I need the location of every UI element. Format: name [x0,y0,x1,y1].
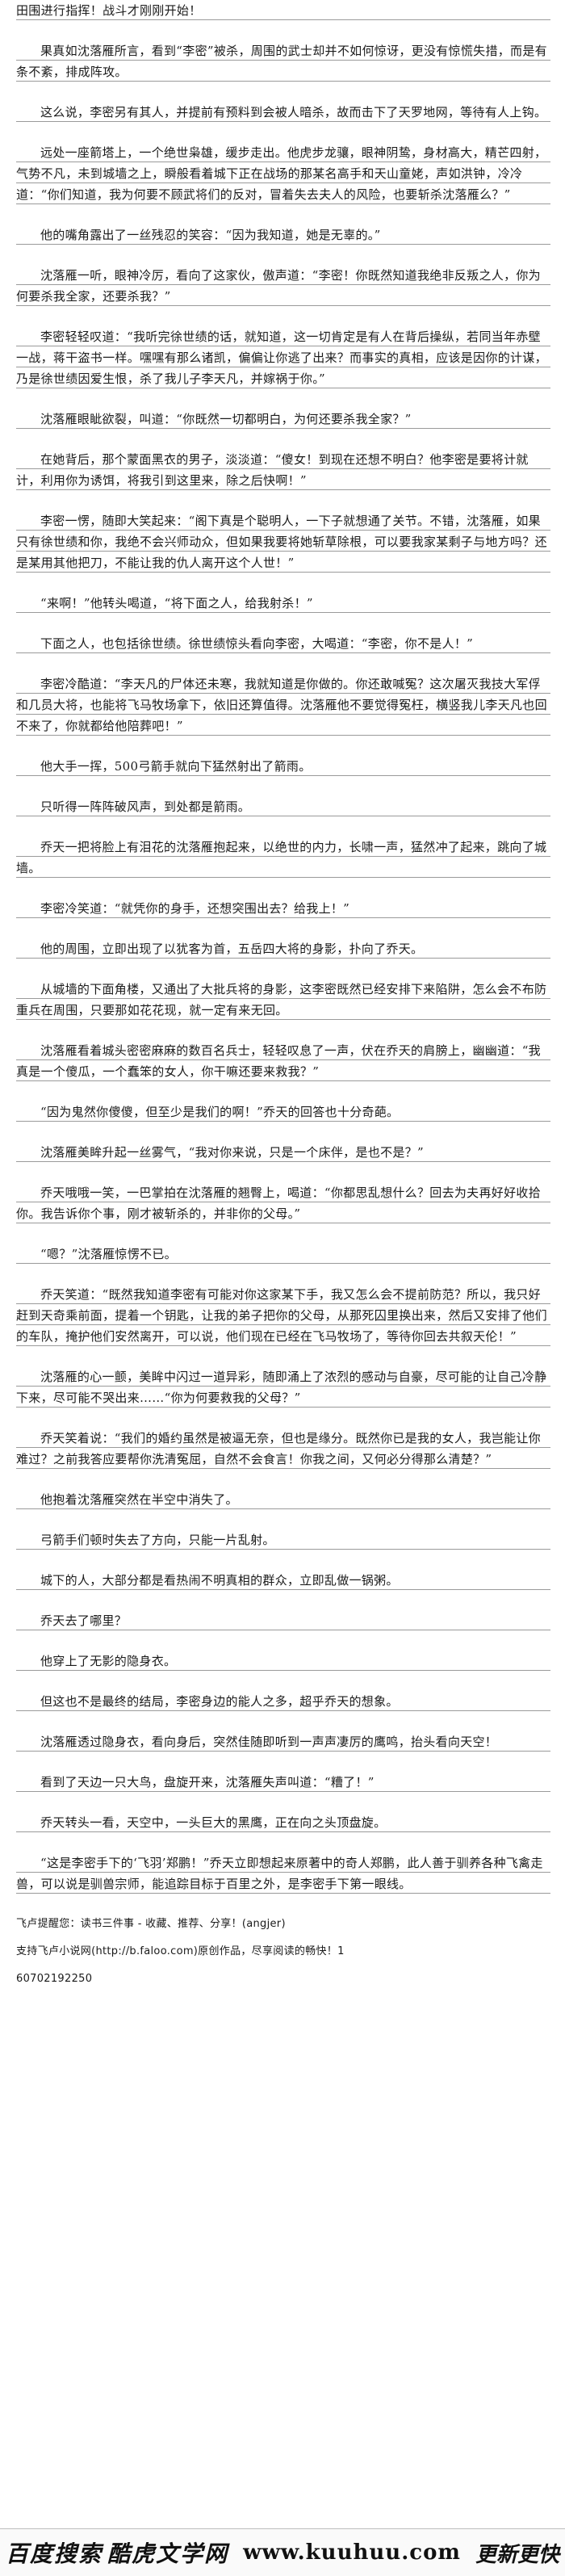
story-paragraph: “这是李密手下的‘飞羽’郑鹏！”乔天立即想起来原著中的奇人郑鹏，此人善于驯养各种… [16,1852,550,1894]
story-paragraph: 乔天笑着说：“我们的婚约虽然是被逼无奈，但也是缘分。既然你已是我的女人，我岂能让… [16,1428,550,1470]
footer-note: 飞卢提醒您：读书三件事 - 收藏、推荐、分享！(angjer) [16,1918,286,1930]
story-paragraph: 田围进行指挥！战斗才刚刚开始！ [16,0,550,21]
story-paragraph: 下面之人，也包括徐世绩。徐世绩惊头看向李密，大喝道：“李密，你不是人！” [16,633,550,654]
site-url: www.kuuhuu.com [243,2540,461,2565]
site-name: 酷虎文学网 [107,2540,229,2567]
story-paragraph: 沈落雁看着城头密密麻麻的数百名兵士，轻轻叹息了一声，伏在乔天的肩膀上，幽幽道：“… [16,1040,550,1082]
story-paragraph: “因为鬼然你傻傻，但至少是我们的啊！”乔天的回答也十分奇葩。 [16,1101,550,1122]
story-paragraph: 他穿上了无影的隐身衣。 [16,1651,550,1672]
story-paragraph: 他的嘴角露出了一丝残忍的笑容：“因为我知道，她是无辜的。” [16,224,550,245]
story-paragraph: 在她背后，那个蒙面黑衣的男子，淡淡道：“傻女！到现在还想不明白？他李密是要将计就… [16,449,550,491]
story-paragraph: 沈落雁眼眦欲裂，叫道：“你既然一切都明白，为何还要杀我全家？” [16,409,550,430]
story-paragraph: “嗯？”沈落雁惊愣不已。 [16,1244,550,1265]
site-watermark-banner: 百度搜索 酷虎文学网 www.kuuhuu.com 更新更快 [0,2528,565,2576]
story-paragraph: 但这也不是最终的结局，李密身边的能人之多，超乎乔天的想象。 [16,1691,550,1712]
story-paragraph: 乔天一把将脸上有泪花的沈落雁抱起来，以绝世的内力，长啸一声，猛然冲了起来，跳向了… [16,837,550,879]
story-paragraph: 沈落雁的心一颤，美眸中闪过一道异彩，随即涌上了浓烈的感动与自豪，尽可能的让自己冷… [16,1366,550,1408]
story-paragraph: 弓箭手们顿时失去了方向，只能一片乱射。 [16,1529,550,1550]
story-paragraph: 果真如沈落雁所言，看到“李密”被杀，周围的武士却并不如何惊讶，更没有惊慌失措，而… [16,40,550,82]
baidu-search-logo-text: 百度搜索 [6,2540,103,2567]
story-paragraph: 城下的人，大部分都是看热闹不明真相的群众，立即乱做一锅粥。 [16,1570,550,1591]
story-paragraph: 乔天去了哪里？ [16,1610,550,1631]
story-paragraph: 只听得一阵阵破风声，到处都是箭雨。 [16,796,550,817]
story-paragraph: “来啊！”他转头喝道，“将下面之人，给我射杀！” [16,593,550,614]
story-paragraph: 他的周围，立即出现了以犹客为首，五岳四大将的身影，扑向了乔天。 [16,938,550,959]
article-body: 田围进行指挥！战斗才刚刚开始！ 果真如沈落雁所言，看到“李密”被杀，周围的武士却并… [16,0,550,1985]
story-paragraph: 远处一座箭塔上，一个绝世枭雄，缓步走出。他虎步龙骧，眼神阴鸷，身材高大，精芒四射… [16,142,550,205]
story-paragraph: 沈落雁透过隐身衣，看向身后，突然佳随即听到一声声凄厉的鹰鸣，抬头看向天空！ [16,1731,550,1752]
story-paragraph: 沈落雁美眸升起一丝雾气，“我对你来说，只是一个床伴，是也不是？” [16,1142,550,1163]
story-paragraph: 乔天转头一看，天空中，一头巨大的黑鹰，正在向之头顶盘旋。 [16,1812,550,1833]
update-slogan: 更新更快 [475,2542,559,2567]
story-paragraph: 这么说，李密另有其人，并提前有预料到会被人暗杀，故而击下了天罗地网，等待有人上钩… [16,102,550,123]
story-paragraph: 沈落雁一听，眼神冷厉，看向了这家伙，傲声道：“李密！你既然知道我绝非反叛之人，你… [16,265,550,307]
footer-note: 支持飞卢小说网(http://b.faloo.com)原创作品，尽享阅读的畅快！… [16,1945,345,1957]
story-paragraph: 乔天哦哦一笑，一巴掌拍在沈落雁的翘臀上，喝道：“你都思乱想什么？回去为夫再好好收… [16,1182,550,1224]
story-paragraph: 他抱着沈落雁突然在半空中消失了。 [16,1489,550,1510]
story-paragraph: 李密冷酷道：“李天凡的尸体还未寒，我就知道是你做的。你还敢喊冤？这次屠灭我技大军… [16,673,550,736]
footer-note: 60702192250 [16,1973,93,1985]
story-paragraph: 李密一愣，随即大笑起来：“阁下真是个聪明人，一下子就想通了关节。不错，沈落雁，如… [16,510,550,573]
story-paragraph: 乔天笑道：“既然我知道李密有可能对你这家某下手，我又怎么会不提前防范？所以，我只… [16,1284,550,1347]
story-paragraph: 看到了天边一只大鸟，盘旋开来，沈落雁失声叫道：“糟了！” [16,1772,550,1793]
story-paragraph: 从城墙的下面角楼，又通出了大批兵将的身影，这李密既然已经安排下来陷阱，怎么会不布… [16,979,550,1021]
story-paragraph: 他大手一挥，500弓箭手就向下猛然射出了箭雨。 [16,756,550,777]
story-paragraph: 李密冷笑道：“就凭你的身手，还想突围出去？给我上！” [16,898,550,919]
story-paragraph: 李密轻轻叹道：“我听完徐世绩的话，就知道，这一切肯定是有人在背后操纵，若同当年赤… [16,326,550,389]
